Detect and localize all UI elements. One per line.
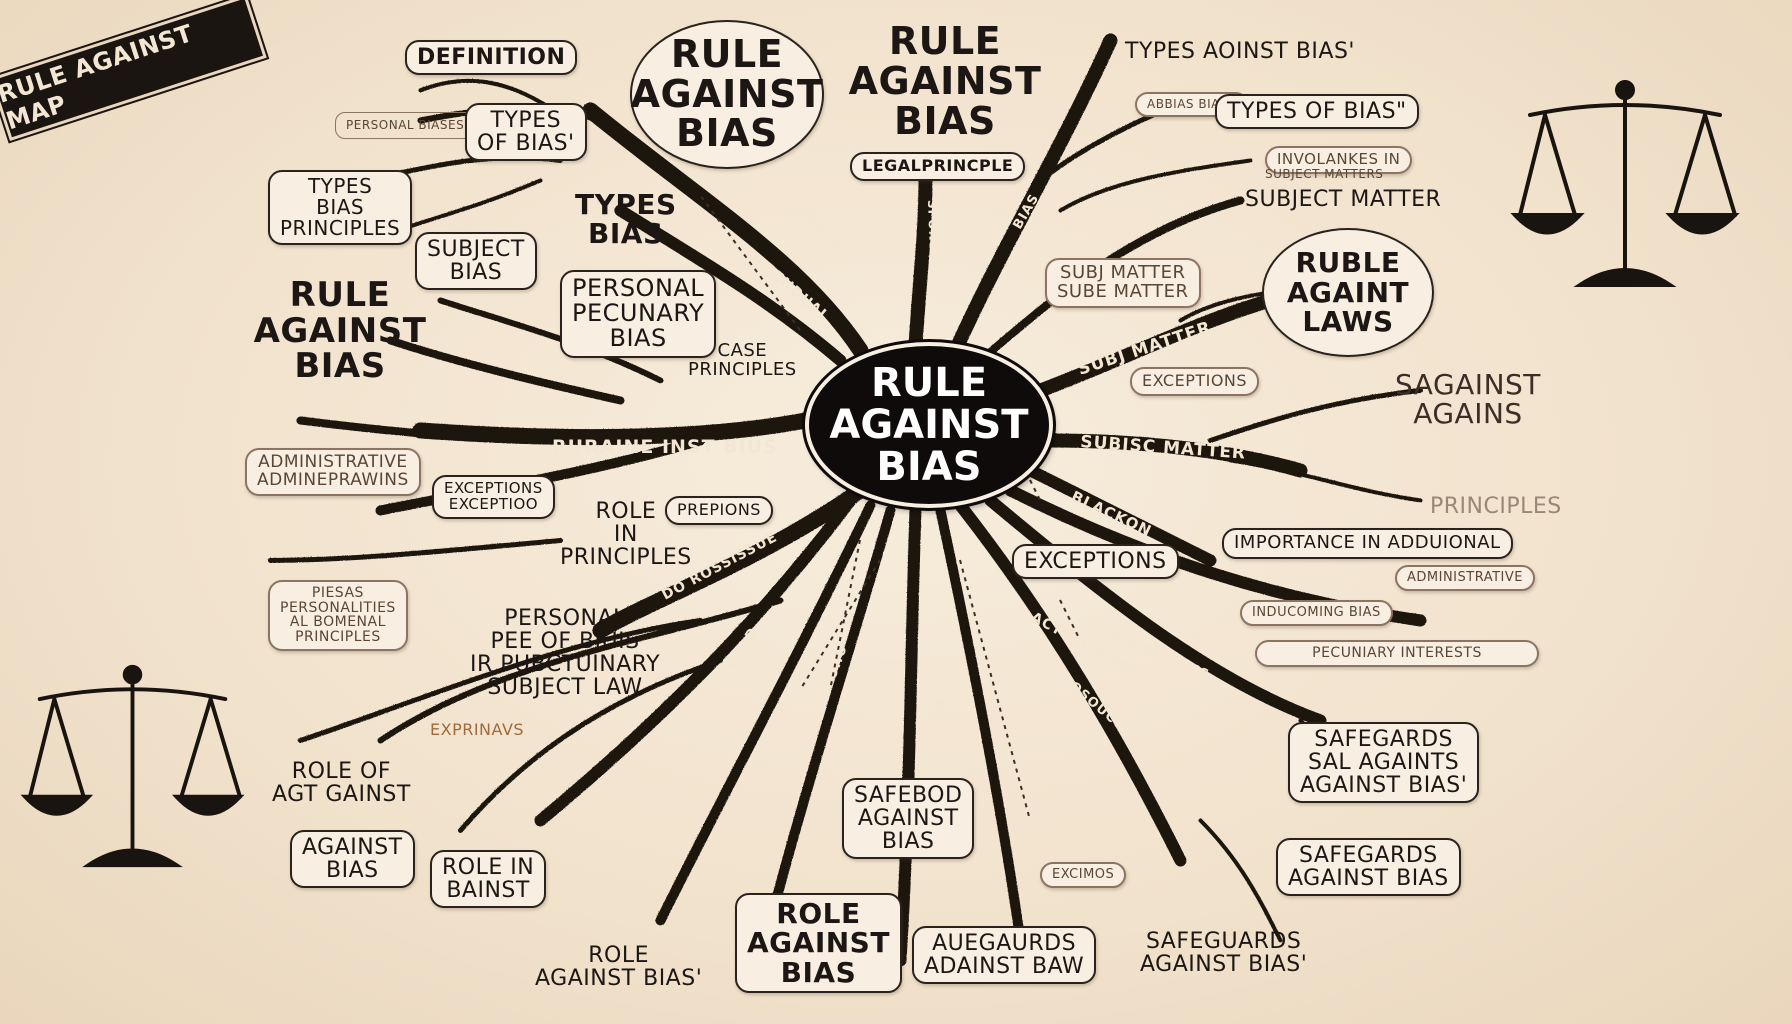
left-pecas-node: PIESAS PERSONALITIES AL BOMENAL PRINCIPL… — [268, 580, 408, 651]
rule-against-bias-left-title: RULE AGAINST BIAS — [253, 275, 427, 387]
branch-top-right — [948, 33, 1117, 357]
principles-right-label: PRINCIPLES — [1430, 494, 1562, 519]
branch-top-left-2 — [614, 204, 846, 366]
role-principles-label: ROLE IN PRINCIPLES — [560, 499, 692, 571]
against-agains-label: SAGAINST AGAINS — [1395, 368, 1541, 431]
definition-node: DEFINITION — [405, 40, 578, 76]
left-admin-node: ADMINISTRATIVE ADMINEPRAWINS — [245, 448, 421, 496]
safeguards-mid-node: SAFEBOD AGAINST BIAS — [842, 778, 975, 860]
types-of-bias-right-node: TYPES OF BIAS" — [1215, 94, 1419, 130]
subject-bias-node: SUBJECT BIAS — [415, 232, 537, 291]
left-faint-note: PERSONAL BIASES — [335, 112, 476, 139]
safeguards-3-label: SAFEGUARDS AGAINST BIAS' — [1140, 929, 1308, 978]
band-left: RURAINE INST BIUS — [552, 436, 778, 458]
top-rule-against-bias-oval: RULE AGAINST BIAS — [630, 20, 824, 169]
personal-pecuniary-label: PERSONAL PEE OF BIUIS IR PUBCTUINARY SUB… — [470, 606, 661, 701]
exceptions-tiny-node: EXCIMOS — [1040, 862, 1127, 888]
right-small-box: ADMINISTRATIVE — [1395, 565, 1535, 591]
personal-pecunary-node: PERSONAL PECUNARY BIAS — [560, 270, 717, 358]
types-of-bias-left-node: TYPES OF BIAS' — [465, 103, 587, 162]
branch-right-lower — [1024, 464, 1216, 566]
subj-matter-box: SUBJ MATTER SUBE MATTER — [1045, 258, 1201, 308]
band-top-left: DEPENDION — [762, 161, 846, 256]
branch-top-mid — [908, 173, 932, 352]
types-against-bias-label: TYPES AOINST BIAS' — [1125, 39, 1355, 64]
importance-sub-node: INDUCOMING BIAS — [1240, 600, 1393, 626]
central-topic: RULE AGAINST BIAS — [805, 342, 1053, 508]
branch-bottom-left — [592, 482, 868, 638]
left-small-orange-label: EXPRINAVS — [430, 720, 525, 739]
aiegaurds-node: AUEGAURDS ADAINST BAW — [912, 926, 1097, 985]
types-bias-principles-node: TYPES BIAS PRINCIPLES — [268, 170, 413, 245]
safeguards-2-node: SAFEGARDS AGAINST BIAS — [1276, 838, 1461, 897]
safeguards-1-node: SAFEGARDS SAL AGAINTS AGAINST BIAS' — [1288, 722, 1480, 804]
top-center-title: RULE AGAINST BIAS — [848, 19, 1042, 143]
role-against-bias-small-label: ROLE AGAINST BIAS' — [535, 943, 703, 992]
role-in-baint-node: ROLE IN BAINST — [430, 850, 547, 909]
role-of-against-label: ROLE OF AGT GAINST — [272, 759, 411, 808]
involvement-node: INVOLANKES IN — [1265, 146, 1413, 174]
scales-of-justice-icon — [1510, 80, 1740, 287]
types-bias-mid-label: TYPES BIAS — [575, 188, 677, 251]
subject-matter-right-label: SUBJECT MATTER — [1245, 187, 1442, 212]
rule-against-laws-oval: RUBLE AGAINT LAWS — [1262, 228, 1434, 357]
involvement-sub-label: SUBJECT MATTERS — [1265, 167, 1384, 181]
role-against-bias-bottom-node: ROLE AGAINST BIAS — [735, 893, 902, 994]
band-bottom-right-2: UOSOUCONTS — [1057, 672, 1153, 756]
band-top-right: BIAS — [1010, 191, 1042, 232]
exceptions-left-node: EXCEPTIONS EXCEPTIOO — [432, 475, 555, 519]
role-prepions-node: PREPIONS — [665, 496, 773, 525]
exceptions-main-node: EXCEPTIONS — [1012, 544, 1179, 580]
right-faint-long-box: PECUNIARY INTERESTS — [1255, 640, 1539, 667]
legal-principle-node: LEGALPRINCPLE — [850, 152, 1026, 181]
branch-right-mid — [1043, 433, 1307, 477]
branch-right-upper — [1033, 293, 1277, 397]
scales-of-justice-icon — [20, 664, 245, 868]
band-top-mid: SPONS — [925, 200, 941, 252]
importance-node: IMPORTANCE IN ADDUIONAL — [1222, 528, 1513, 559]
exceptions-small-node: EXCEPTIONS — [1130, 367, 1260, 396]
case-principles-label: CASE PRINCIPLES — [688, 340, 797, 380]
against-bias-left-node: AGAINST BIAS — [290, 830, 415, 889]
